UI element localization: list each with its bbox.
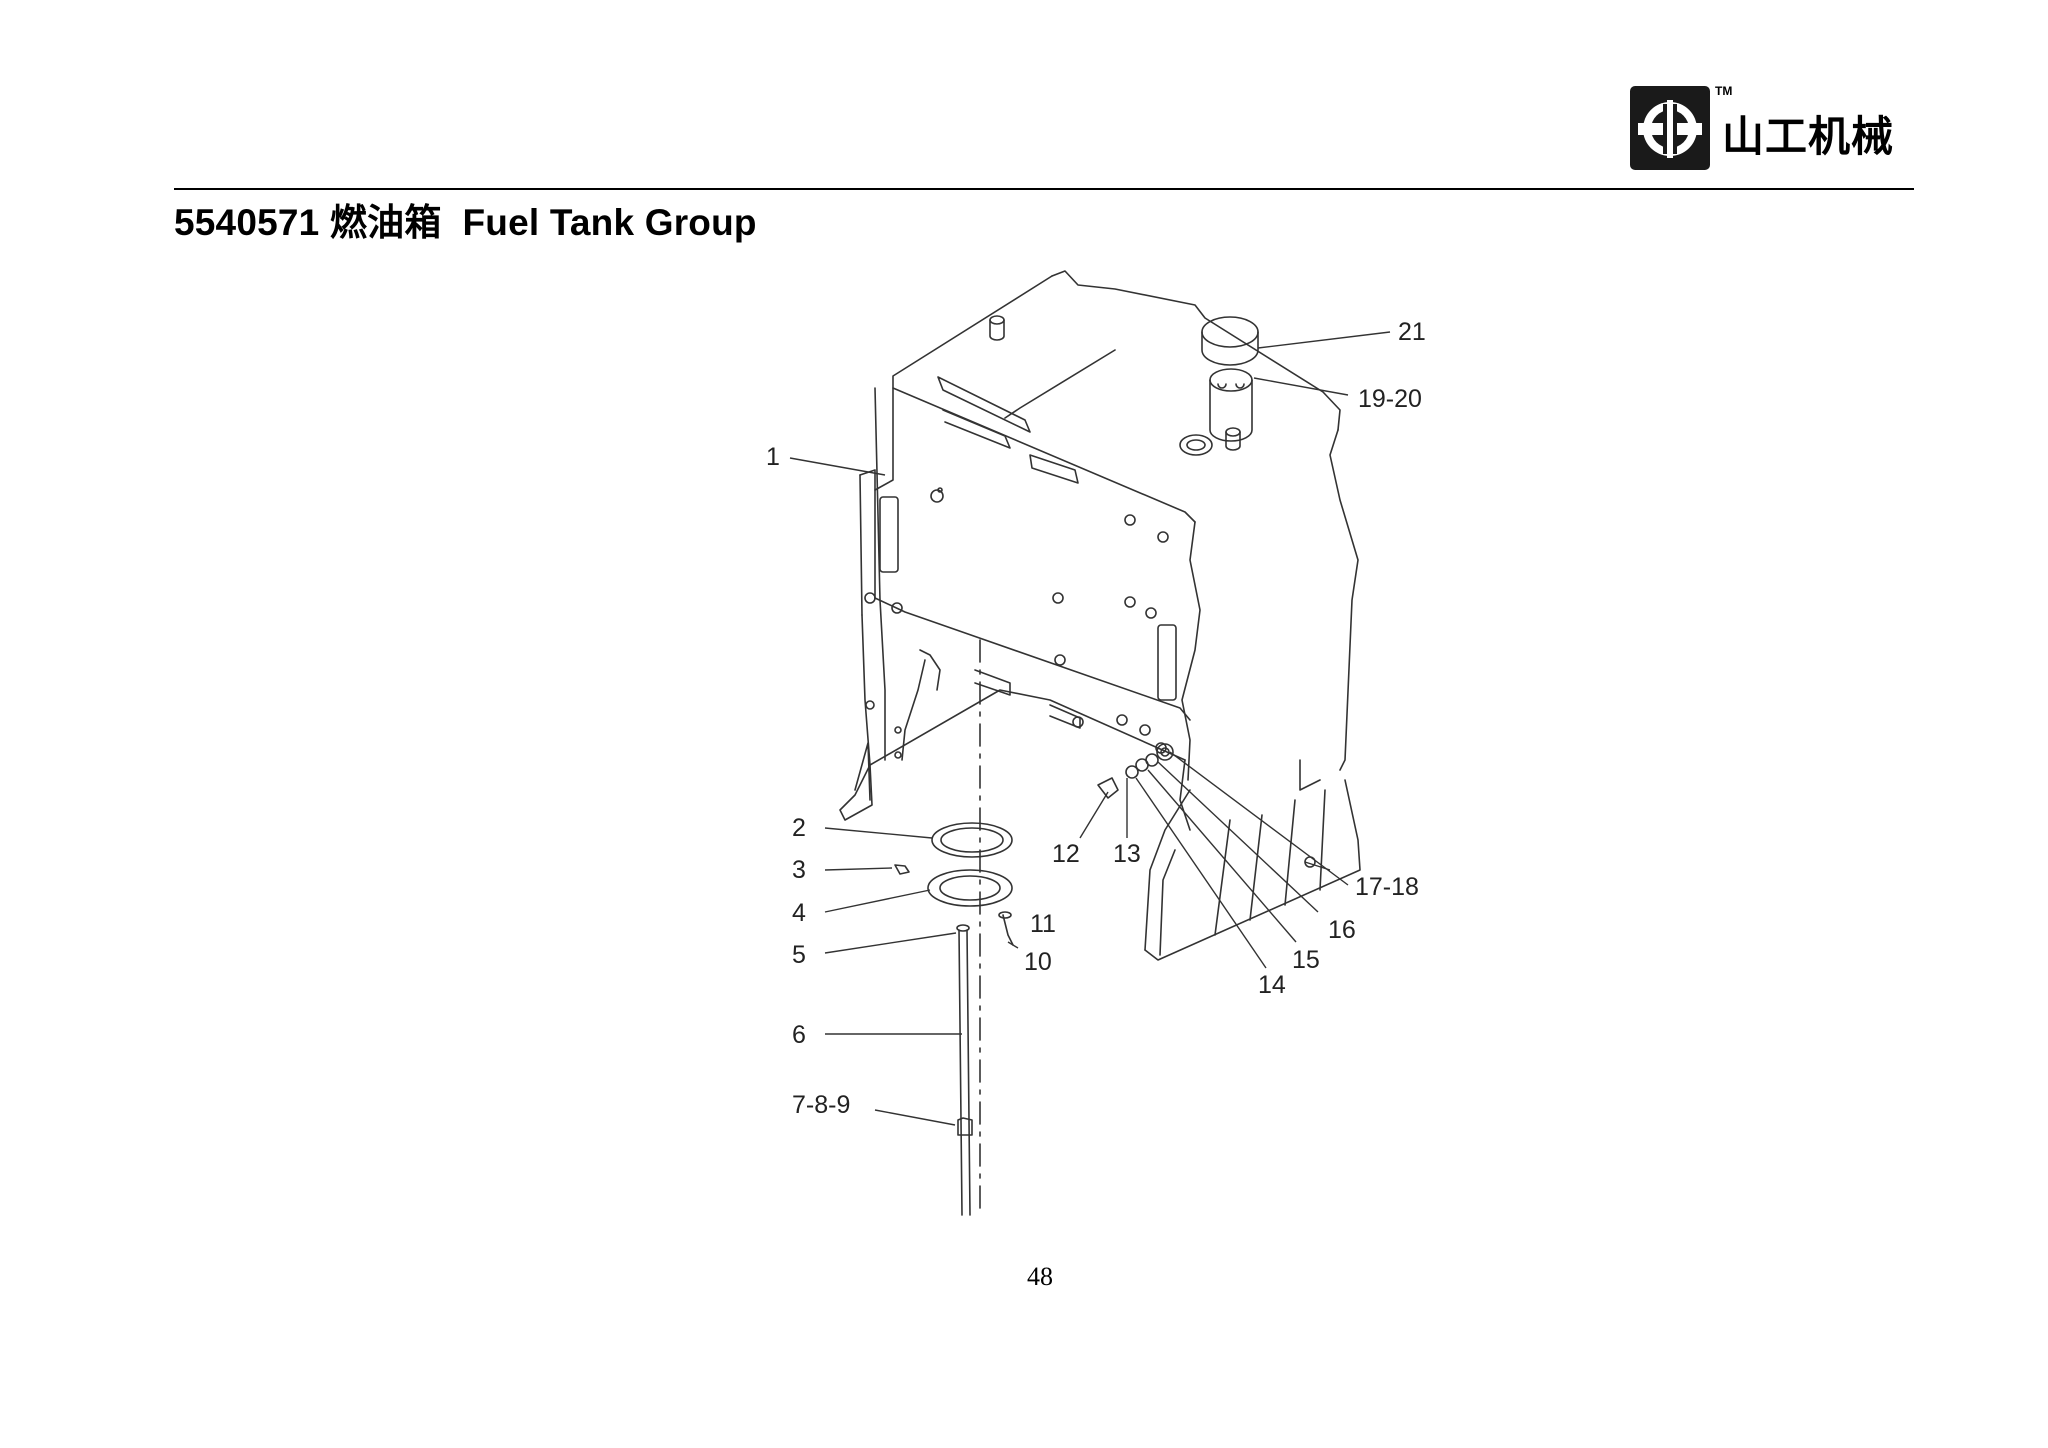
callout-5: 5 bbox=[792, 941, 806, 969]
page-number: 48 bbox=[1027, 1262, 1053, 1291]
callout-3: 3 bbox=[792, 856, 806, 884]
sdlg-logo-icon bbox=[1630, 86, 1710, 170]
page-title: 5540571 燃油箱 Fuel Tank Group bbox=[174, 202, 757, 243]
callout-12: 12 bbox=[1052, 840, 1080, 868]
callout-7-8-9: 7-8-9 bbox=[792, 1091, 850, 1119]
callout-2: 2 bbox=[792, 814, 806, 842]
callout-10: 10 bbox=[1024, 948, 1052, 976]
callout-19-20: 19-20 bbox=[1358, 385, 1422, 413]
callout-6: 6 bbox=[792, 1021, 806, 1049]
trademark-symbol: TM bbox=[1715, 84, 1733, 98]
callout-16: 16 bbox=[1328, 916, 1356, 944]
callout-4: 4 bbox=[792, 899, 806, 927]
callout-15: 15 bbox=[1292, 946, 1320, 974]
brand-name: 山工机械 bbox=[1722, 112, 1895, 161]
callout-17-18: 17-18 bbox=[1355, 873, 1419, 901]
callout-21: 21 bbox=[1398, 318, 1426, 346]
callout-14: 14 bbox=[1258, 971, 1286, 999]
callout-11: 11 bbox=[1030, 910, 1056, 938]
callout-1: 1 bbox=[766, 443, 780, 471]
callout-13: 13 bbox=[1113, 840, 1141, 868]
header-divider bbox=[174, 188, 1914, 190]
